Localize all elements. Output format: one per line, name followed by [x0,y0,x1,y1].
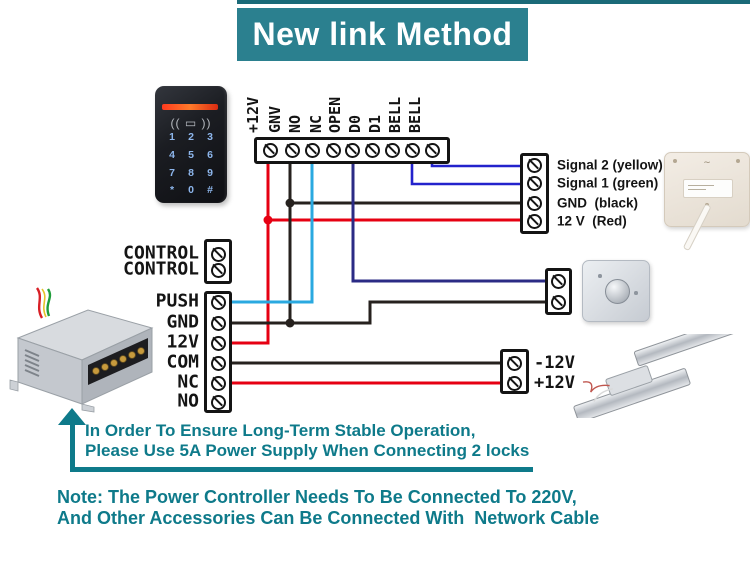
control-terminal-label: CONTROL [123,242,199,264]
power-terminal-strip [204,291,232,413]
wire-blue-bell-signal1 [410,163,521,186]
keypad-key: 0 [188,184,194,196]
wire-red-12v [232,163,270,345]
keypad-terminal-screw [364,142,380,158]
doorbell-terminal-label: GND (black) [557,195,639,211]
keypad-terminal-screw [284,142,300,158]
lock-terminal-screw [506,355,522,371]
keypad-terminal-screw [384,142,400,158]
doorbell-screw-dot [673,159,677,163]
title-banner: New link Method [237,8,528,61]
keypad-key: 3 [207,131,213,143]
lock-terminal-label: +12V [534,373,575,393]
doorbell-terminal-label: Signal 1 (green) [557,175,659,191]
lock-terminal-screw [506,375,522,391]
power-terminal-label: NO [177,390,199,412]
doorbell-label-plate [683,179,733,198]
keypad-terminal-label: GNV [265,105,284,133]
plate-screw-dot [634,291,638,295]
keypad-terminal-screw [304,142,320,158]
page-title: New link Method [252,16,513,52]
power-terminal-screw [210,294,226,310]
keypad-led-bar [162,104,218,110]
power-terminal-screw [210,355,226,371]
keypad-key: 6 [207,149,213,161]
keypad-key: 5 [188,149,194,161]
doorbell-terminal-screw [526,157,542,173]
wire-blue-bell-signal2 [430,163,521,168]
doorbell-logo: ∼ [703,157,711,167]
junction-black-2 [285,318,295,328]
keypad-terminal-screw [344,142,360,158]
power-terminal-screw [210,315,226,331]
wire-black-gnd-exit [232,300,545,325]
power-terminal-label: GND [166,311,199,333]
junction-black-1 [285,198,295,208]
keypad-terminal-label: D0 [345,114,364,133]
keypad-terminal-label: BELL [405,96,424,133]
exit-terminal-screw [550,294,566,310]
warning-text-line2: Please Use 5A Power Supply When Connecti… [85,441,530,460]
warning-arrow-stem [70,424,75,470]
doorbell-terminal-screw [526,175,542,191]
exit-terminal-screw [550,273,566,289]
keypad-terminal-label: NO [285,114,304,133]
power-terminal-screw [210,375,226,391]
keypad-key: * [169,184,175,196]
keypad-key: 7 [169,167,175,179]
doorbell-terminal-screw [526,195,542,211]
keypad-key: # [207,184,213,196]
keypad-terminal-screw [262,142,278,158]
power-terminal-label: COM [166,351,199,373]
keypad-terminal-screw [424,142,440,158]
power-terminal-screw [210,335,226,351]
keypad-terminal-screw [404,142,420,158]
keypad-terminal-label: OPEN [325,96,344,133]
keypad-key: 4 [169,149,175,161]
keypad-terminal-label: NC [306,114,325,133]
keypad-key: 1 [169,131,175,143]
warning-underline [70,467,533,472]
power-terminal-label: NC [177,371,199,393]
maglock-device [573,334,736,418]
keypad-key: 9 [207,167,213,179]
control-terminal-label: CONTROL [123,258,199,280]
exit-button [605,279,630,304]
top-accent-line [237,0,750,4]
power-terminal-label: 12V [166,331,199,353]
power-supply-device [9,287,154,413]
junction-red [263,215,273,225]
keypad-key: 2 [188,131,194,143]
warning-arrow-icon [58,408,86,425]
doorbell-terminal-screw [526,213,542,229]
keypad-key: 8 [188,167,194,179]
rfid-reader-icon: (( ▭ )) [170,116,212,130]
lock-terminal-label: -12V [534,353,575,373]
control-terminal-screw [210,246,226,262]
wire-cyan-push-no [232,163,314,304]
exit-button-plate [582,260,650,322]
doorbell-device: ∼ [664,152,750,252]
doorbell-screw-dot [736,159,740,163]
doorbell-terminal-label: 12 V (Red) [557,213,627,229]
keypad-terminal-label: BELL [385,96,404,133]
keypad-terminal-label: D1 [365,114,384,133]
note-text-line2: And Other Accessories Can Be Connected W… [57,508,600,528]
access-keypad-device: (( ▭ )) 1 2 3 4 5 6 7 8 9 * 0 # [155,86,227,203]
doorbell-terminal-label: Signal 2 (yellow) [557,157,663,173]
warning-text-line1: In Order To Ensure Long-Term Stable Oper… [85,421,476,440]
keypad-terminal-screw [325,142,341,158]
power-terminal-label: PUSH [155,290,199,312]
control-terminal-screw [210,262,226,278]
power-terminal-screw [210,394,226,410]
plate-screw-dot [598,274,602,278]
wire-navy-open-exit [351,163,545,283]
note-text-line1: Note: The Power Controller Needs To Be C… [57,487,577,507]
keypad-terminal-label: +12V [243,96,262,133]
